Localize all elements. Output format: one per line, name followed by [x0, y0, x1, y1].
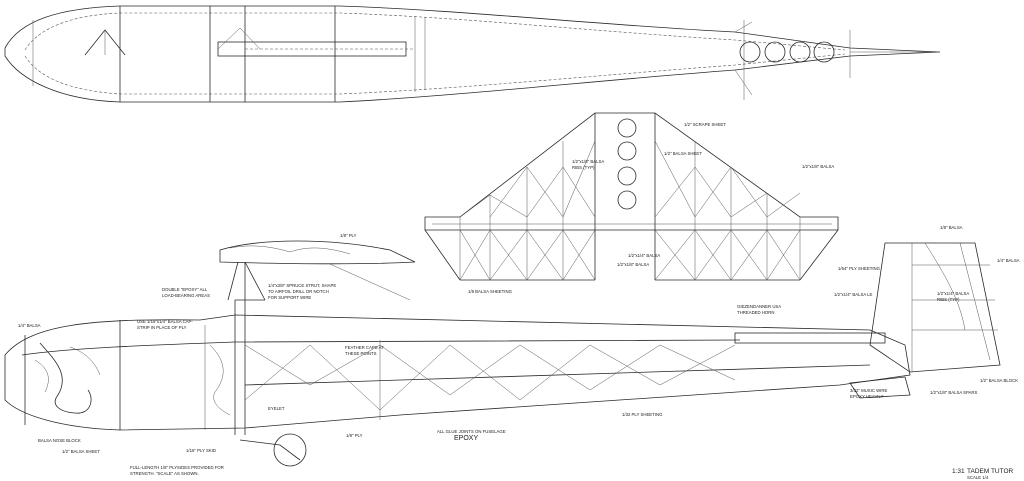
label-ply-eighth: 1/8" PLY — [346, 433, 363, 438]
callout-labels: 1/2" SCRAPE SHEET 1/2"x1/8" BALSA RIBS (… — [18, 122, 1020, 476]
label-ply-skid: 1/16" PLY SKID — [186, 448, 216, 453]
label-double-epoxy: DOUBLE "EPOXY" ALL — [162, 287, 208, 292]
label-sheeting-32: 1/32 PLY SHEETING — [622, 412, 663, 417]
label-load-bearing: LOAD-BEARING AREAS — [162, 293, 210, 298]
drawing-title: TADEM TUTOR — [967, 468, 1014, 475]
label-balsa-spar-right: 1/2"x1/8" BALSA — [802, 164, 834, 169]
label-tail-balsa-1: 1/2"x1/4" BALSA — [937, 291, 969, 296]
label-feather-1: FEATHER CAPS AT — [345, 345, 384, 350]
label-use-cap-1: USE 1/16"x1/4" BALSA CAP- — [137, 319, 193, 324]
label-balsa-block: 1/2" BALSA BLOCK — [980, 378, 1018, 383]
label-eyelet: EYELET — [268, 406, 285, 411]
label-ply-top: 1/8" PLY — [340, 233, 357, 238]
label-plyside-1: FULL-LENGTH 1/8" PLYSIDES PROVIDED FOR — [130, 465, 224, 470]
label-balsa-sheet: 1/2" BALSA SHEET — [664, 151, 702, 156]
label-balsa-1-4: 1/2"x1/4" BALSA — [628, 253, 660, 258]
label-plyside-2: STRENGTH. "SCALE" AS SHOWN. — [130, 471, 199, 476]
label-tail-balsa-2: RIBS (TYP) — [937, 297, 960, 302]
label-fin-balsa: 1/8" BALSA — [940, 225, 963, 230]
fuselage-top-view — [4, 5, 941, 103]
label-fin-right: 1/4" BALSA — [997, 258, 1020, 263]
drawing-scale: SCALE 1/4 — [967, 475, 989, 480]
label-horn-2: THREADED HORN — [737, 310, 774, 315]
label-epoxy: EPOXY — [454, 435, 478, 442]
label-balsa-ribs: 1/2"x1/8" BALSA — [572, 159, 604, 164]
title-block: 1:31 TADEM TUTOR SCALE 1/4 — [952, 468, 1014, 480]
label-feather-2: THESE POINTS — [345, 351, 377, 356]
drawing-number: 1:31 — [952, 468, 965, 475]
wing-plan-view — [424, 112, 839, 281]
label-music-wire-1: 3/32" MUSIC WIRE — [850, 388, 887, 393]
label-spruce-3: FOR SUPPORT WIRE — [268, 295, 311, 300]
label-nose-block: BALSA NOSE BLOCK — [38, 438, 81, 443]
label-glue-note: ALL GLUE JOINTS ON FUSELAGE — [437, 429, 506, 434]
label-balsa-nose: 1/4" BALSA — [18, 323, 41, 328]
label-music-wire-2: EPOXY HEAVILY — [850, 394, 884, 399]
fuselage-side-view — [4, 262, 911, 467]
wing-pylon — [219, 240, 416, 301]
label-balsa-sheeting: 1/8 BALSA SHEETING — [468, 289, 513, 294]
tail-fin — [869, 242, 1001, 373]
label-balsa-spars: 1/2"x1/8" BALSA SPARS — [930, 390, 978, 395]
label-balsa-sheet-bottom: 1/2" BALSA SHEET — [62, 449, 100, 454]
label-sheet: 1/2" SCRAPE SHEET — [684, 122, 726, 127]
label-spruce-2: TO AIRFOIL DRILL OR NOTCH — [268, 289, 329, 294]
label-spruce-1: 1/4"x3/8" SPRUCE STRUT, SHAPE — [268, 283, 336, 288]
label-horn-1: GIEZENDANNER USA — [737, 304, 781, 309]
label-ply-sheeting: 1/64" PLY SHEETING — [838, 266, 881, 271]
label-balsa-1-8: 1/2"x1/8" BALSA — [617, 262, 649, 267]
label-balsa-le: 1/2"x1/4" BALSA LE — [834, 292, 873, 297]
label-use-cap-2: STRIP IN PLACE OF PLY — [137, 325, 187, 330]
label-ribs-typ: RIBS (TYP) — [572, 165, 595, 170]
